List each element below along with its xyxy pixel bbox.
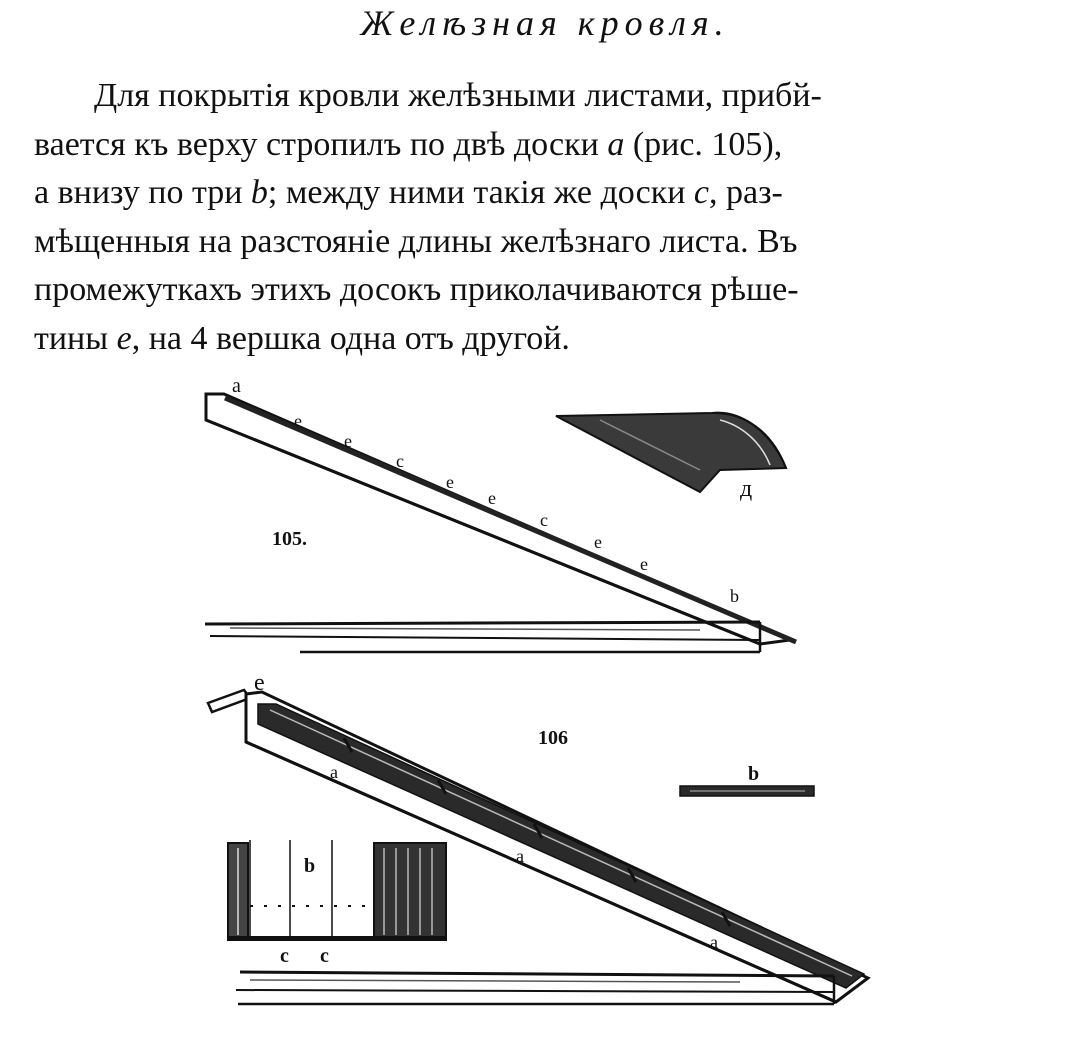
ridge-cap-d — [555, 411, 788, 494]
paragraph-line-6: тины e, на 4 вершка одна отъ другой. — [34, 319, 570, 357]
paragraph-line-1: Для покрытія кровли желѣзными листами, п… — [94, 77, 822, 114]
letter-a: a — [607, 125, 625, 163]
fig105-d: д — [740, 476, 752, 502]
roof-figures: 105. a b д e e c e e c e e — [204, 375, 871, 1006]
top-board — [206, 688, 253, 714]
fig106-a1: a — [330, 762, 338, 782]
paragraph-line-5: промежуткахъ этихъ досокъ приколачиваютс… — [34, 271, 799, 308]
fig106-b2: b — [304, 855, 315, 877]
fig105-e6: e — [640, 554, 648, 574]
letter-e: e — [116, 319, 132, 357]
paragraph-line-3: а внизу по три b; между ними такія же до… — [34, 174, 783, 211]
fig106-c1: c — [280, 945, 289, 967]
fig105-e1: e — [294, 411, 302, 431]
fig106-e: e — [254, 670, 265, 696]
fig105-e3: e — [446, 472, 454, 492]
sheet-layout-detail — [227, 840, 447, 941]
body-paragraph: Для покрытія кровли желѣзными листами, п… — [34, 72, 1054, 363]
fig106-a3: a — [710, 932, 718, 952]
sheet-metal-band — [257, 703, 866, 989]
fig106-c2: c — [320, 945, 329, 967]
fig105-label: 105. — [272, 528, 307, 550]
figure-106: 106 e a a a b b c c — [206, 670, 871, 1006]
fig105-c1: c — [396, 451, 404, 471]
fig105-c2: c — [540, 510, 548, 530]
fig106-a2: a — [516, 846, 524, 866]
figure-105: 105. a b д e e c e e c e e — [204, 375, 797, 654]
letter-c: c — [693, 174, 710, 211]
fig105-e4: e — [488, 488, 496, 508]
fig106-label: 106 — [538, 727, 568, 749]
fig106-b1: b — [748, 763, 759, 785]
fig105-a: a — [232, 375, 241, 397]
horizontal-beam — [204, 620, 762, 654]
roof-strip — [224, 395, 797, 645]
paragraph-line-2: вается къ верху стропилъ по двѣ доски a … — [34, 125, 783, 163]
horizontal-beam-106 — [235, 970, 836, 1006]
letter-b: b — [250, 174, 268, 211]
fig105-b: b — [730, 586, 739, 606]
sheet-profile-b — [679, 785, 815, 797]
rafter-board — [204, 392, 796, 646]
paragraph-line-4: мѣщенныя на разстояніе длины желѣзнаго л… — [34, 222, 798, 260]
fig105-e2: e — [344, 431, 352, 451]
fig105-e5: e — [594, 532, 602, 552]
page-title: Желѣзная кровля. — [360, 3, 730, 43]
